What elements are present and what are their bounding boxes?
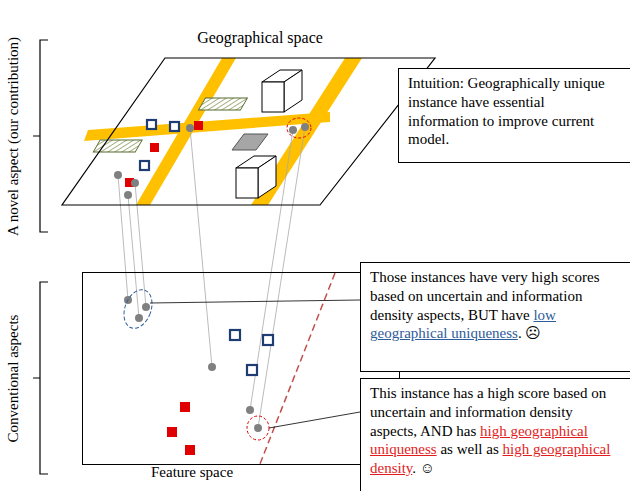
callout-text: Intuition: Geographically unique instanc… (408, 75, 605, 147)
side-label: Conventional aspects (6, 314, 23, 442)
feature-space-panel: Feature space (82, 272, 400, 465)
side-label: A novel aspect (our contribution) (6, 36, 23, 235)
gray-area (232, 134, 268, 150)
leader-line (269, 412, 360, 428)
callout-box: Those instances have very high scores ba… (360, 262, 630, 372)
callout-text: Those instances have very high scores ba… (370, 269, 600, 323)
unlabeled-instance (114, 123, 309, 432)
panel-title: Geographical space (55, 28, 445, 48)
roads (84, 58, 362, 205)
panel-title: Feature space (151, 464, 233, 480)
hatched-area (198, 98, 247, 110)
bracket (33, 282, 48, 474)
parallelogram-outline (55, 28, 445, 208)
red-instance (125, 121, 203, 455)
blue-instance (140, 120, 273, 375)
bracket (33, 40, 48, 232)
leader-line (150, 300, 360, 303)
callout-text: . ☺ (412, 460, 435, 476)
callout-text: as well as (440, 441, 498, 457)
callout-text: . ☹ (518, 325, 542, 341)
map-panel: Geographical space (55, 28, 445, 208)
highlight-circle (119, 286, 157, 332)
highlight-circle (287, 118, 311, 138)
intuition-box: Intuition: Geographically unique instanc… (398, 68, 630, 163)
callout-box: This instance has a high score based on … (360, 378, 630, 491)
mapping-line (118, 127, 305, 428)
highlight-circle (247, 416, 269, 440)
